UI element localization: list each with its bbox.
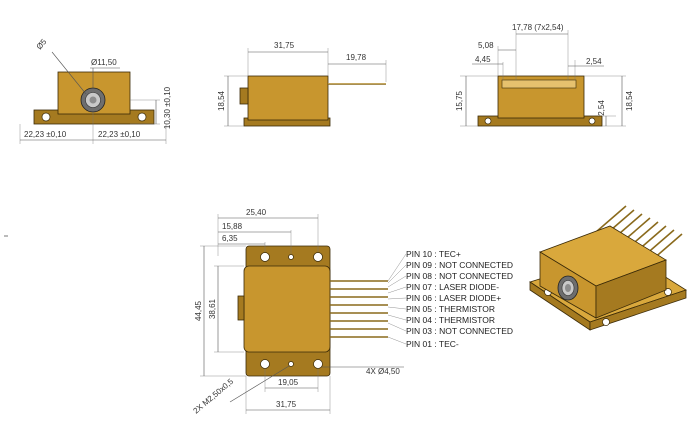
front-width-left-label: 22,23 ±0,10 <box>24 130 67 139</box>
pin-label: PIN 09 : NOT CONNECTED <box>406 260 513 270</box>
top-dim-6-35-label: 6,35 <box>222 234 238 243</box>
end-height-left-label: 15,75 <box>455 90 464 111</box>
end-flange-hole-left <box>484 117 492 125</box>
end-height-bottom-label: 2,54 <box>597 100 606 116</box>
pin-label: PIN 07 : LASER DIODE- <box>406 282 499 292</box>
end-pin-pitch-label: 17,78 (7x2,54) <box>512 23 564 32</box>
top-dim-19-05-label: 19,05 <box>278 378 299 387</box>
iso-box-side <box>595 259 667 319</box>
front-dia-small-label: Ø5 <box>35 37 49 51</box>
top-hole-tl <box>260 252 270 262</box>
top-side-tab <box>237 295 245 321</box>
top-dim-44-45-label: 44,45 <box>194 300 203 321</box>
iso-window-center <box>565 284 571 292</box>
side-body <box>247 75 329 121</box>
front-height-offset-label: 10,30 ±0,10 <box>163 86 172 129</box>
top-thread-bottom <box>288 361 294 367</box>
top-hole-bl <box>260 359 270 369</box>
front-flange-hole-right <box>137 112 147 122</box>
front-window-center <box>89 96 97 104</box>
top-hole-tr <box>313 252 323 262</box>
end-pitch-label: 2,54 <box>586 57 602 66</box>
front-view: Ø5 Ø11,50 10,30 ±0,10 22,23 ±0,10 22,23 … <box>19 37 172 144</box>
top-thread-callout-label: 2X M2,50x0,5 <box>192 377 236 416</box>
pin-legend: PIN 10 : TEC+ PIN 09 : NOT CONNECTED PIN… <box>406 249 513 349</box>
pin-label: PIN 03 : NOT CONNECTED <box>406 326 513 336</box>
side-view: 31,75 19,78 18,54 <box>217 41 387 127</box>
side-length-label: 31,75 <box>274 41 295 50</box>
front-width-right-label: 22,23 ±0,10 <box>98 130 141 139</box>
side-lead-length-label: 19,78 <box>346 53 367 62</box>
pin-label: PIN 01 : TEC- <box>406 339 459 349</box>
end-view: 17,78 (7x2,54) 5,08 4,45 2,54 15,75 2,54… <box>455 23 634 127</box>
pin-leaders <box>387 253 407 345</box>
pin-label: PIN 10 : TEC+ <box>406 249 461 259</box>
end-offset-b-label: 4,45 <box>475 55 491 64</box>
top-dim-15-88-label: 15,88 <box>222 222 243 231</box>
top-view: 25,40 15,88 6,35 44,45 38,61 19,05 31,75… <box>192 208 407 416</box>
top-dim-38-61-label: 38,61 <box>208 298 217 319</box>
front-dia-window-label: Ø11,50 <box>91 58 117 67</box>
end-offset-a-label: 5,08 <box>478 41 494 50</box>
side-window-stub <box>239 87 249 105</box>
end-flange-hole-right <box>588 117 596 125</box>
side-height-label: 18,54 <box>217 90 226 111</box>
front-flange-hole-left <box>41 112 51 122</box>
pin-label: PIN 04 : THERMISTOR <box>406 315 495 325</box>
top-hole-callout-label: 4X Ø4,50 <box>366 367 400 376</box>
pin-label: PIN 06 : LASER DIODE+ <box>406 293 501 303</box>
iso-flange-hole <box>602 318 610 326</box>
end-pin-strip <box>501 79 577 89</box>
isometric-view <box>529 205 687 331</box>
end-height-total-label: 18,54 <box>625 90 634 111</box>
top-hole-br <box>313 359 323 369</box>
top-dim-31-75-label: 31,75 <box>276 400 297 409</box>
pin-label: PIN 05 : THERMISTOR <box>406 304 495 314</box>
top-cap <box>243 265 331 353</box>
iso-flange-side <box>589 289 687 331</box>
top-lead-wires <box>330 280 388 338</box>
top-thread-top <box>288 254 294 260</box>
pin-label: PIN 08 : NOT CONNECTED <box>406 271 513 281</box>
top-dim-25-40-label: 25,40 <box>246 208 267 217</box>
